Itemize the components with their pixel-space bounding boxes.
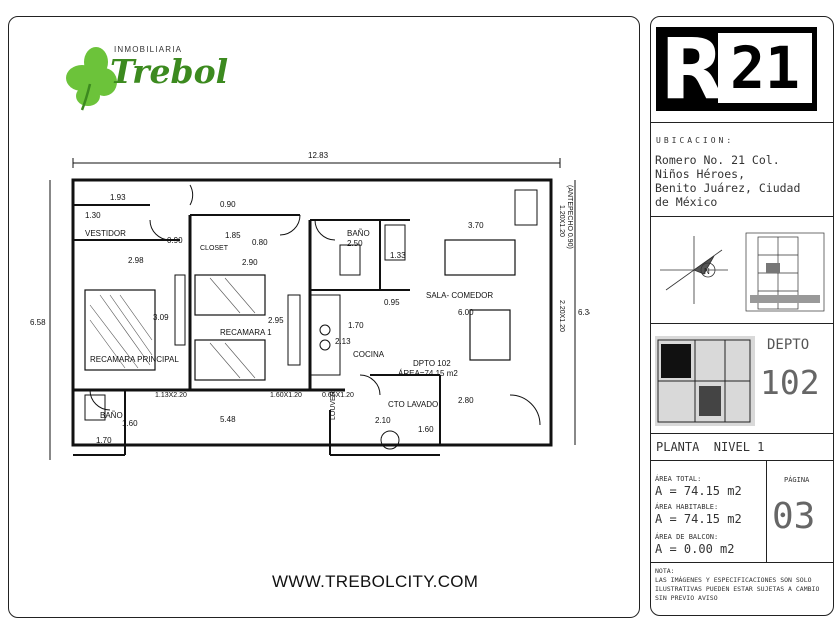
area-total-label: ÁREA TOTAL: xyxy=(655,475,702,483)
website-url[interactable]: WWW.TREBOLCITY.COM xyxy=(272,572,479,591)
address-line: Niños Héroes, xyxy=(655,167,746,181)
title-block xyxy=(650,16,834,616)
dim-overall-width: 12.83 xyxy=(308,151,329,160)
room-closet: CLOSET xyxy=(200,245,229,252)
dim-label: 0.95 xyxy=(384,298,400,307)
north-arrow-icon: N xyxy=(660,236,728,304)
dim-label: 2.80 xyxy=(458,396,474,405)
room-cto-lavado: CTO LAVADO xyxy=(388,400,438,409)
divider xyxy=(650,122,834,123)
antepecho-label: (ANTEPECHO 0.90) xyxy=(566,185,573,249)
room-sala-comedor: SALA- COMEDOR xyxy=(426,291,493,300)
dim-label: 3.09 xyxy=(153,313,169,322)
dim-label: 1.30 xyxy=(85,211,101,220)
dim-label: 1.33 xyxy=(390,251,406,260)
r21-logo: R 21 xyxy=(656,21,817,117)
address-line: de México xyxy=(655,195,718,209)
floor-plan: 12.83 6.58 6.34 1.93 1.30 0.90 0.90 1.85… xyxy=(30,151,590,460)
room-bano-bottom: BAÑO xyxy=(100,411,123,420)
divider xyxy=(650,323,834,324)
dim-label: 1.70 xyxy=(348,321,364,330)
depto-number: 102 xyxy=(760,363,820,402)
dim-left-height: 6.58 xyxy=(30,318,46,327)
drawing-frame xyxy=(8,16,640,618)
dim-label: 2.10 xyxy=(375,416,391,425)
window-label: 2.20X1.20 xyxy=(558,300,565,332)
dim-label: 1.70 xyxy=(96,436,112,445)
nota-label: NOTA: xyxy=(655,567,675,575)
window-label: 1.13X2.20 xyxy=(155,392,187,399)
ubicacion-label: UBICACION: xyxy=(656,136,735,145)
dim-label: 1.85 xyxy=(225,231,241,240)
depto-label: DPTO 102 xyxy=(413,359,451,368)
building-location-thumbnail xyxy=(745,232,825,312)
brand-logo: INMOBILIARIA Trebol xyxy=(60,38,228,114)
depto-area: ÁREA=74.15 m2 xyxy=(398,369,458,378)
dim-label: 1.60 xyxy=(418,425,434,434)
dim-label: 5.48 xyxy=(220,415,236,424)
clover-icon xyxy=(66,47,117,111)
divider xyxy=(650,433,834,434)
address-line: Benito Juárez, Ciudad xyxy=(655,181,801,195)
dim-label: 2.98 xyxy=(128,256,144,265)
nota-line: SIN PREVIO AVISO xyxy=(655,594,718,602)
divider xyxy=(650,216,834,217)
brand-top-text: INMOBILIARIA xyxy=(114,45,183,54)
louver-label: LOUVER xyxy=(330,391,337,420)
address-line: Romero No. 21 Col. xyxy=(655,153,780,167)
room-cocina: COCINA xyxy=(353,350,385,359)
r21-logo-r: R xyxy=(660,20,725,118)
dim-label: 2.90 xyxy=(242,258,258,267)
planta-label: PLANTA NIVEL 1 xyxy=(656,440,765,454)
depto-label: DEPTO xyxy=(767,337,810,353)
window-label: 1.60X1.20 xyxy=(270,392,302,399)
divider xyxy=(650,460,834,461)
pagina-label: PÁGINA xyxy=(784,476,810,484)
dim-right-height: 6.34 xyxy=(578,308,590,317)
dim-label: 2.50 xyxy=(347,239,363,248)
room-bano-top: BAÑO xyxy=(347,229,370,238)
nota-line: LAS IMÁGENES Y ESPECIFICACIONES SON SOLO xyxy=(655,576,812,584)
room-recamara-principal: RECAMARA PRINCIPAL xyxy=(90,355,179,364)
area-balcon-value: A = 0.00 m2 xyxy=(655,542,735,556)
area-balcon-label: ÁREA DE BALCON: xyxy=(655,533,719,541)
area-habitable-value: A = 74.15 m2 xyxy=(655,512,742,526)
dim-label: 0.80 xyxy=(252,238,268,247)
dim-label: 6.00 xyxy=(458,308,474,317)
dim-label: 0.90 xyxy=(167,236,183,245)
svg-text:N: N xyxy=(704,267,710,276)
divider xyxy=(650,562,834,563)
room-recamara-1: RECAMARA 1 xyxy=(220,328,272,337)
dim-label: 2.95 xyxy=(268,316,284,325)
divider-vertical xyxy=(766,460,767,562)
window-label: 1.20X1.20 xyxy=(558,205,565,237)
dim-label: 1.93 xyxy=(110,193,126,202)
brand-name: Trebol xyxy=(110,52,229,91)
dim-label: 0.90 xyxy=(220,200,236,209)
area-habitable-label: ÁREA HABITABLE: xyxy=(655,503,719,511)
area-total-value: A = 74.15 m2 xyxy=(655,484,742,498)
room-vestidor: VESTIDOR xyxy=(85,229,126,238)
floor-key-thumbnail xyxy=(655,336,755,426)
r21-logo-num: 21 xyxy=(718,33,812,103)
pagina-number: 03 xyxy=(772,496,816,537)
nota-line: ILUSTRATIVAS PUEDEN ESTAR SUJETAS A CAMB… xyxy=(655,585,820,593)
dim-label: 1.60 xyxy=(122,419,138,428)
dim-label: 3.70 xyxy=(468,221,484,230)
window-label: 0.65X1.20 xyxy=(322,392,354,399)
dim-label: 2.13 xyxy=(335,337,351,346)
